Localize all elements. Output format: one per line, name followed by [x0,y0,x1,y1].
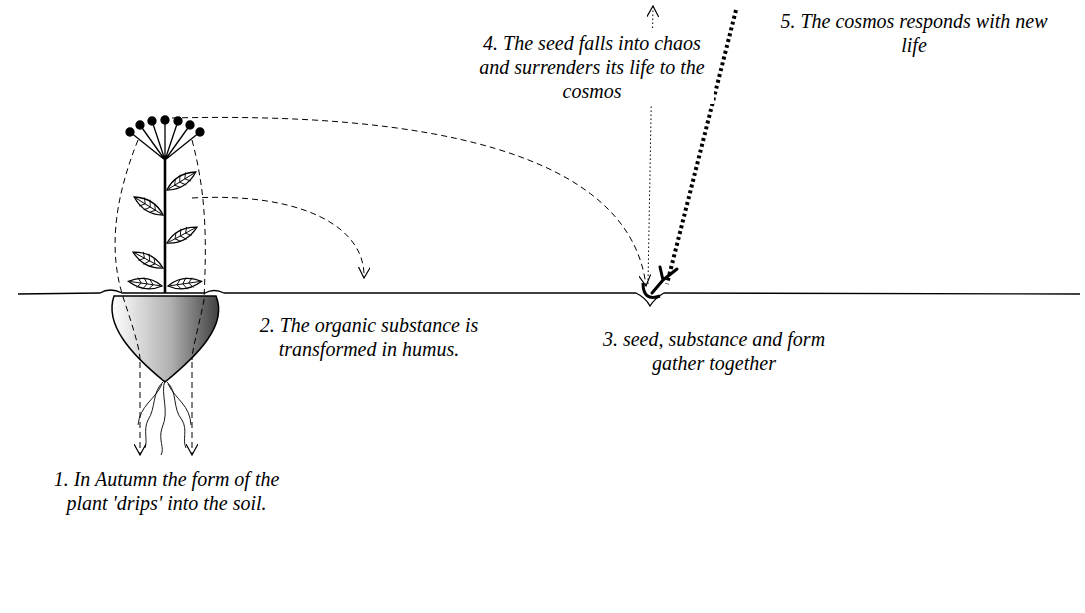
callout-label: 4. The seed falls into chaos and surrend… [470,30,714,104]
flower-umbel [126,116,204,160]
sprout [652,267,677,293]
callout-label: 5. The cosmos responds with new life [775,8,1053,58]
seed-flight-arrow [172,117,646,286]
substance-fall-arrow [192,197,364,278]
callout-label: 1. In Autumn the form of the plant 'drip… [35,466,298,516]
callout-label: 3. seed, substance and form gather toget… [585,326,843,376]
plant-leaves [127,167,202,292]
root-bulb [112,296,219,382]
callout-label: 2. The organic substance is transformed … [225,312,513,362]
root-hairs [138,380,191,455]
form-drip-lines [115,140,205,455]
plant-stem [164,160,167,293]
